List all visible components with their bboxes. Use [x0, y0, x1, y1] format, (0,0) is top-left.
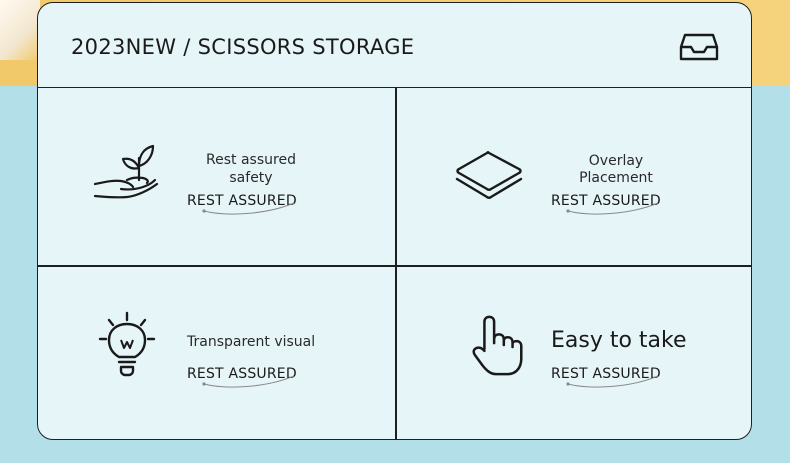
- feature-overlay: Overlay Placement REST ASSURED: [396, 89, 751, 265]
- swoosh-decoration: [202, 202, 295, 215]
- feature-card: 2023NEW / SCISSORS STORAGE Rest assured …: [37, 2, 752, 440]
- paper-edge-decoration: [0, 0, 40, 60]
- swoosh-decoration: [566, 202, 659, 215]
- feature-title-line1: Overlay: [588, 153, 644, 169]
- grid-divider-horizontal: [38, 265, 751, 267]
- card-header: 2023NEW / SCISSORS STORAGE: [38, 3, 751, 88]
- feature-title: Easy to take: [551, 328, 687, 353]
- feature-title-line1: Rest assured: [206, 152, 296, 168]
- feature-safety: Rest assured safety REST ASSURED: [38, 89, 395, 265]
- feature-subtitle: REST ASSURED: [551, 193, 661, 209]
- feature-title-line2: safety: [229, 170, 273, 186]
- page-title: 2023NEW / SCISSORS STORAGE: [71, 35, 415, 59]
- feature-title-line2: Placement: [579, 170, 653, 186]
- hand-sprout-icon: [93, 144, 159, 199]
- lightbulb-icon: [98, 311, 156, 377]
- feature-title: Transparent visual: [187, 334, 316, 350]
- swoosh-decoration: [202, 375, 295, 388]
- pointing-hand-icon: [472, 315, 523, 376]
- feature-subtitle: REST ASSURED: [187, 366, 297, 382]
- feature-subtitle: REST ASSURED: [551, 366, 661, 382]
- feature-transparent: Transparent visual REST ASSURED: [38, 266, 395, 439]
- feature-subtitle: REST ASSURED: [187, 193, 297, 209]
- grid-divider-vertical: [395, 88, 397, 439]
- stacked-layers-icon: [455, 151, 523, 199]
- inbox-tray-icon: [679, 33, 719, 61]
- feature-easy-take: Easy to take REST ASSURED: [396, 266, 751, 439]
- swoosh-decoration: [566, 375, 659, 388]
